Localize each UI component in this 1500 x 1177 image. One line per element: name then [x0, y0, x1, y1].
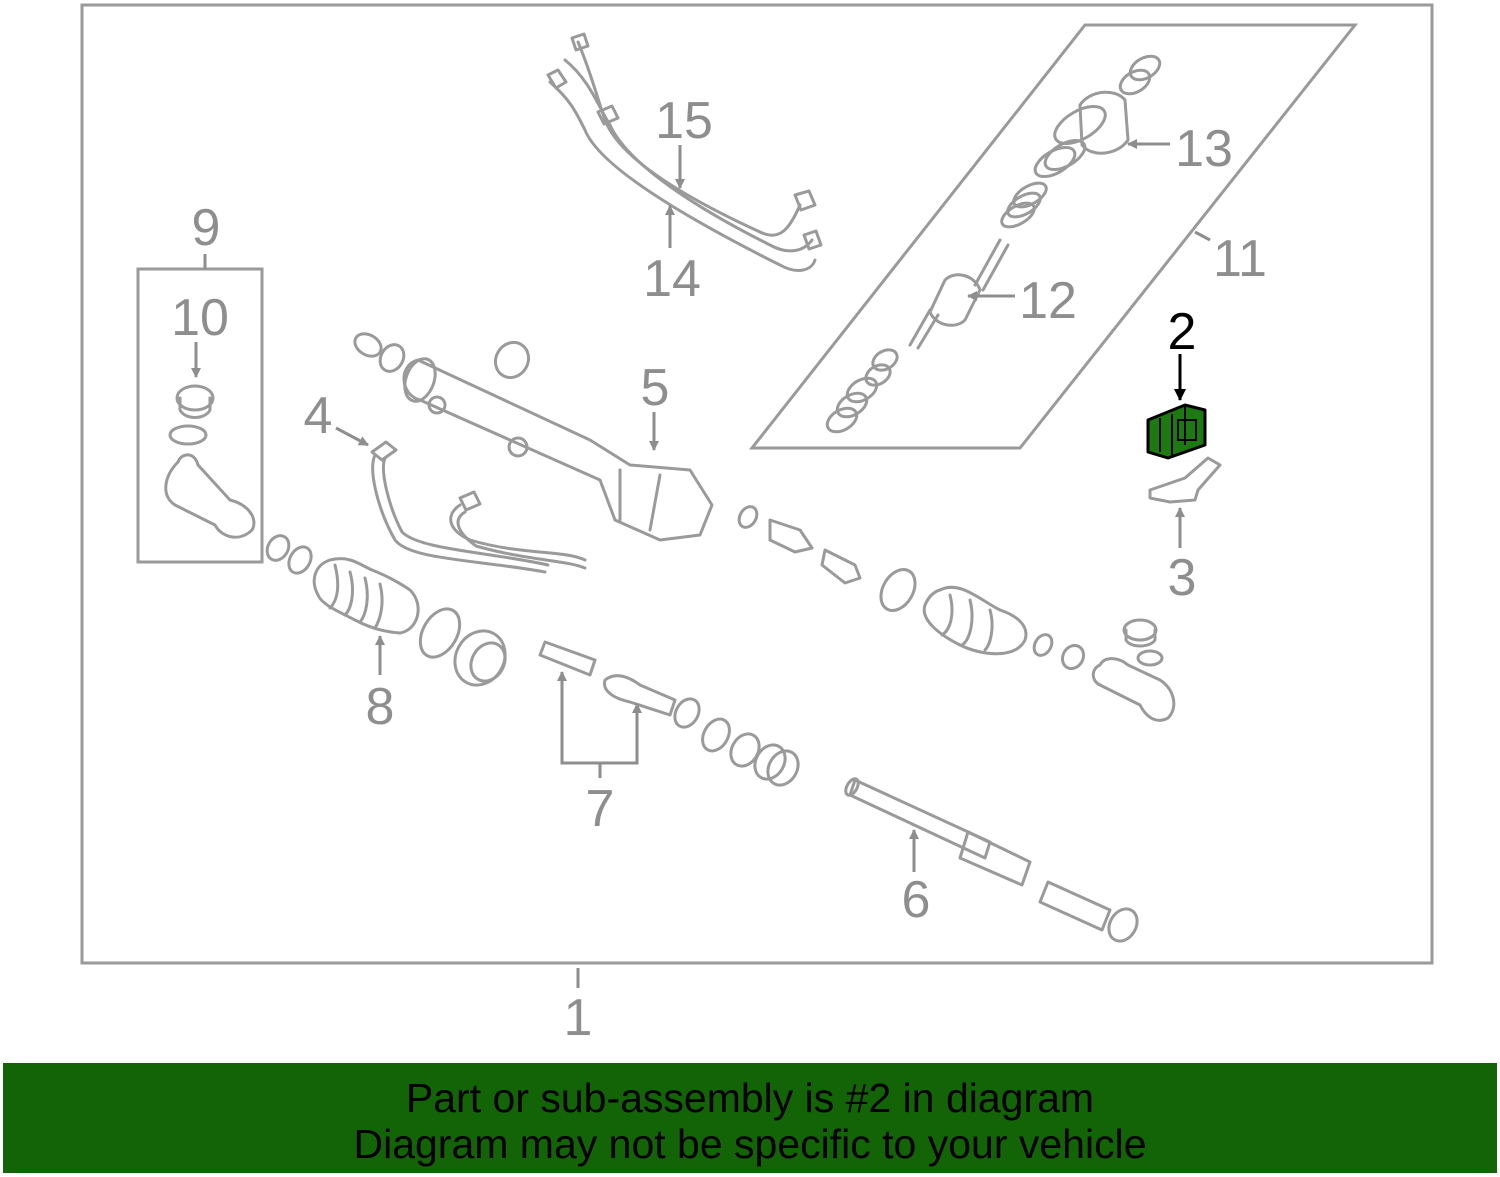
callout-5: 5: [641, 359, 670, 417]
subassembly-11-outline: [748, 23, 1359, 450]
mount-bushing-part-2: [1146, 403, 1207, 460]
callout-11: 11: [1213, 230, 1267, 288]
inner-parts-7: [538, 640, 800, 787]
right-small-parts: [737, 505, 1176, 722]
callout-2: 2: [1168, 303, 1197, 361]
callout-4: 4: [304, 387, 333, 445]
valve-body-parts: [825, 54, 1162, 434]
info-banner: Part or sub-assembly is #2 in diagram Di…: [3, 1063, 1497, 1173]
pressure-hose-lines: [546, 32, 823, 272]
callout-3: 3: [1168, 549, 1197, 607]
callout-13: 13: [1175, 120, 1233, 178]
callout-9: 9: [192, 199, 221, 257]
callout-6: 6: [902, 871, 931, 929]
tie-rod-end-left: [164, 384, 256, 539]
callout-labels: 1 2 3 4 5 6 7 8 9 10 11 12 13 14 15: [171, 92, 1267, 1047]
diagram-frame: [80, 3, 1434, 965]
leader-lines: [191, 139, 1211, 988]
banner-line-1: Part or sub-assembly is #2 in diagram: [405, 1075, 1095, 1121]
callout-8: 8: [366, 678, 395, 736]
parts-diagram: 1 2 3 4 5 6 7 8 9 10 11 12 13 14 15: [80, 3, 1434, 1047]
callout-1: 1: [564, 989, 593, 1047]
pressure-line-part-4: [370, 440, 587, 574]
rack-part-6: [844, 777, 1139, 943]
callout-12: 12: [1019, 272, 1077, 330]
callout-10: 10: [171, 289, 229, 347]
rack-housing-part-5: [353, 332, 714, 542]
boot-part-8: [265, 534, 507, 687]
banner-line-2: Diagram may not be specific to your vehi…: [353, 1121, 1147, 1167]
callout-7: 7: [586, 780, 615, 838]
item-9-box: [136, 267, 264, 564]
mount-bracket-part-3: [1148, 456, 1222, 504]
callout-15: 15: [655, 92, 713, 150]
callout-14: 14: [643, 250, 701, 308]
